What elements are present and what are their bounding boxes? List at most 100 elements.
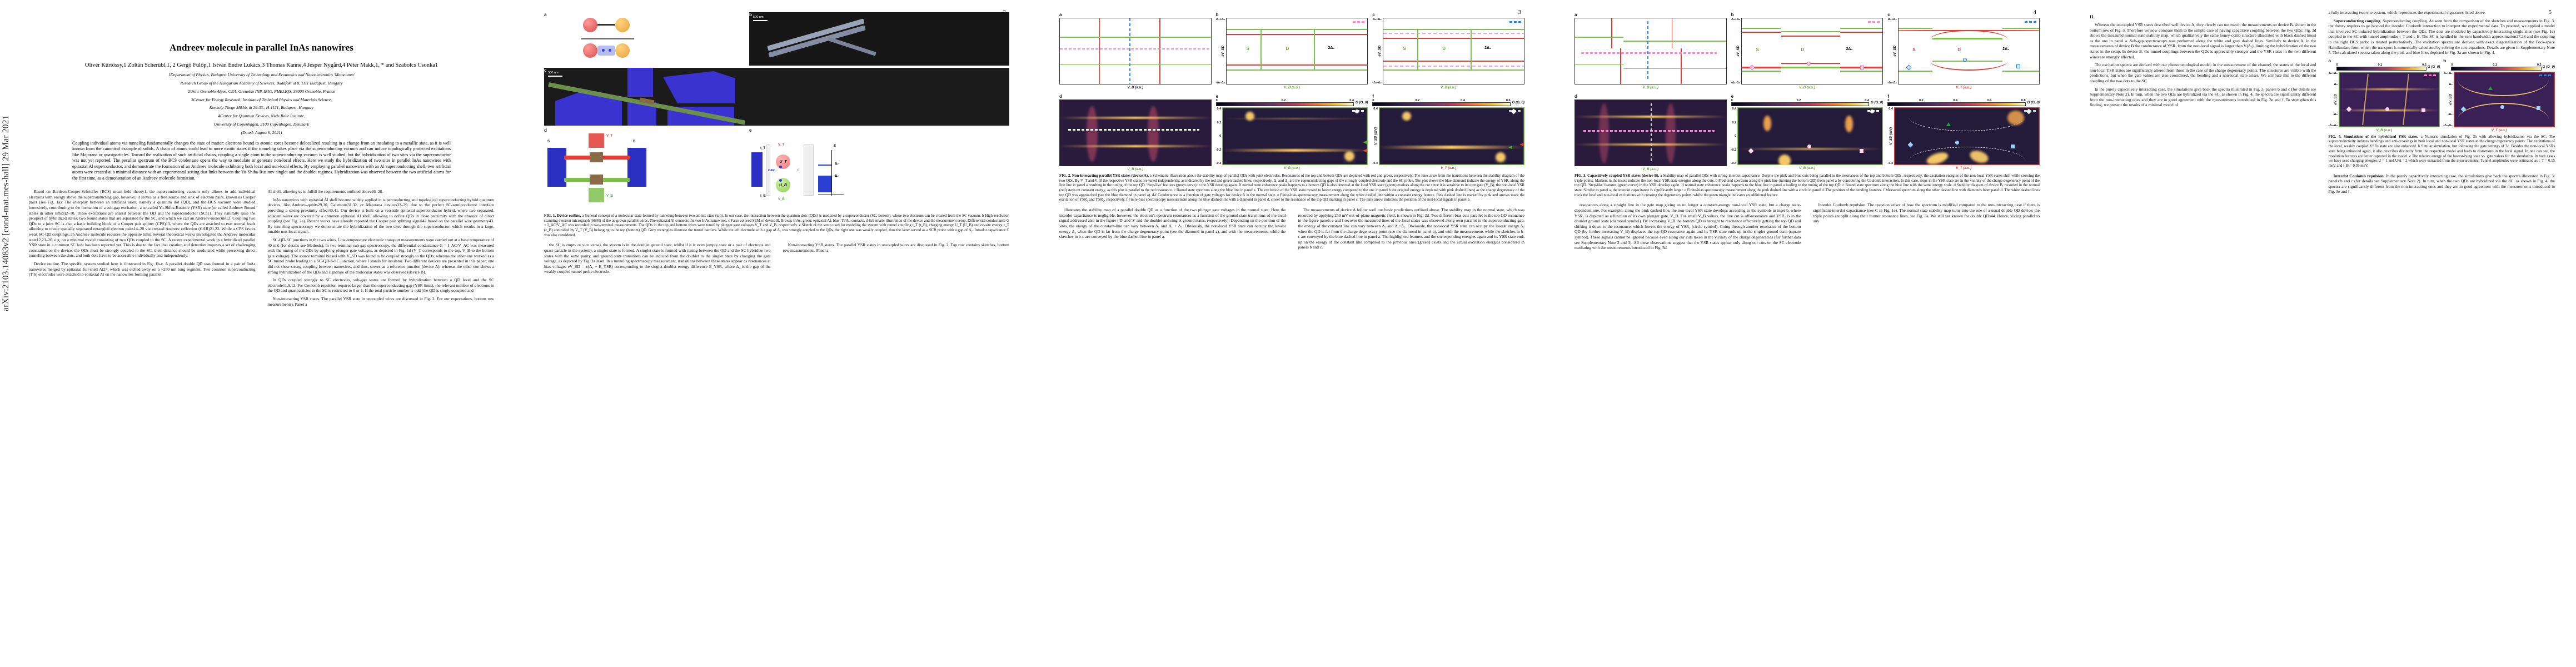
label-d: D [1442,46,1446,51]
hot-spot [1344,151,1355,162]
cbar-tick: 0 [2451,63,2453,67]
local-ysr [1840,71,1883,72]
y-tick: 0.2 [1217,121,1222,125]
x-axis-label: V_B (a.u.) [1799,86,1815,89]
paragraph-text: In the purely capacitively interacting c… [2328,173,2555,195]
page-title: Andreev molecule in parallel InAs nanowi… [170,42,353,53]
hot-spot [1245,112,1255,121]
local-ysr [1898,27,1932,29]
stability-map-sketch [1059,18,1212,84]
atom-bottom-left [583,43,597,58]
nonlocal-ysr-lower [1383,60,1524,62]
x-axis-label: V_T (a.u.) [2491,128,2507,132]
y-tick: -0.4 [1731,162,1737,165]
y-tick: -0.2 [1215,148,1222,152]
local-ysr-upper [1383,28,1524,30]
y-tick: -Δ₁-Δ₂ [2328,123,2338,127]
green-triangle-marker [2488,86,2493,90]
annotation-2delta2: 2Δ₂ [1484,46,1492,50]
arxiv-stamp: arXiv:2103.14083v2 [cond-mat.mes-hall] 2… [1,115,11,311]
bottom-qd-resonance [1575,37,1623,38]
dos-upper [818,165,831,166]
scale-bar-line [753,20,768,21]
y-tick: Δ₁+Δ₂ [2328,71,2338,75]
hot-spot [1778,155,1791,165]
figure-2: a V_B (a.u.) b [1059,12,1524,203]
reference-dashed-line [1383,32,1524,34]
blue-dashed-marker [2024,21,2037,23]
affiliation-1: 1Department of Physics, Budapest Univers… [168,72,355,78]
pink-dashed-cut [1583,130,1715,132]
source-electrode [547,148,566,187]
panel-label-a: a [1059,12,1062,17]
y-axis-label: eV_SD [1736,46,1741,57]
atom-bond [597,24,615,26]
paragraph: In the purely capacitively interacting c… [2090,86,2316,108]
y-tick: 0.4 [1373,107,1378,111]
panel-label-b: b [1731,12,1734,17]
x-axis-label: V_B (a.u.) [1642,86,1659,89]
figure-4-caption: FIG. 4. Simulations of the hybridized YS… [2329,135,2555,169]
page4-left-column: resonances along a straight line in the … [1575,202,1801,253]
y-axis-label: eV_SD [1892,46,1897,57]
y-axis-label: eV_SD [2334,93,2338,105]
red-arrow [1363,148,1367,152]
cbar-tick: 0.2 [1919,99,1924,102]
page1-columns: Based on Bardeen-Cooper-Schrieffer (BCS)… [29,189,494,310]
bottom-qd-resonance [1575,64,1623,66]
square-marker [1860,148,1864,153]
green-arrow [1363,141,1367,145]
figure-1-caption-title: FIG. 1. Device outline. [544,214,581,218]
x-axis-label: V_B (a.u.) [2376,128,2393,132]
bottom-qd-resonance [1060,37,1211,38]
dos-lower [818,176,831,192]
label-vb: V_B [778,198,785,201]
scale-bar: 500 nm [753,16,768,21]
square-marker [2016,64,2021,68]
molecule-sketch [544,12,746,66]
hot-spot [1402,112,1411,121]
label-tt: t_T [760,147,765,150]
y-tick: -0.4 [1215,162,1222,165]
label-s: S [1912,47,1916,52]
panel-label-f: f [1372,94,1374,99]
top-qd-segment [590,152,603,162]
cbar-tick: 0.4 [1349,99,1354,102]
contact-electrode [627,68,653,97]
green-arrow [1508,145,1512,149]
square-marker [2010,144,2015,148]
colorbar-title: G (G_0) [2027,101,2040,104]
y-tick-bottom: -Δ₁-Δ₂ [1731,81,1741,84]
panel-label-a: a [2328,58,2331,63]
x-axis-label: V_B (a.u.) [1127,86,1144,89]
resonance-line [1059,145,1212,147]
resonance-band [1598,103,1609,164]
circle-marker [1955,141,1959,145]
figure-3-panel-e: e 0 0.2 0.4 G (G_0) [1731,94,1884,171]
colorbar [1215,102,1354,106]
red-arrow [1519,143,1523,147]
cbar-tick: 0.6 [1506,99,1511,102]
resonance-band [1147,106,1159,162]
divider [581,38,634,39]
label-car: CAR [768,169,775,172]
y-tick-top: Δ₁+Δ₂ [1372,18,1382,21]
top-qd-resonance [1620,48,1622,84]
spectrum-sketch-b: S D 2Δ₂ [1741,18,1884,84]
cbar-tick: 0.1 [2493,63,2497,67]
page3-left-column: illustrates the stability map of a paral… [1059,207,1286,253]
scale-bar-line [548,76,562,77]
label-d: D [1957,47,1961,52]
page-3: 3 a V_B [1030,0,1546,667]
top-quantum-dot: U_T [775,155,790,169]
colorbar [2451,66,2542,71]
x-axis-label: V_B (a.u.) [1440,86,1457,89]
y-tick-bottom: -Δ₁-Δ₂ [1372,81,1382,84]
label-delta2-neg: -Δ₂ [833,175,839,178]
y-axis-label: eV_SD [1221,46,1225,57]
cbar-tick: 0.2 [1796,99,1801,102]
cbar-tick: 0.4 [1953,99,1958,102]
figure-4-panel-a: a 0 0.1 0.2 [2329,58,2440,132]
colorbar [1887,102,2026,106]
panel-label-e: e [1731,94,1734,99]
